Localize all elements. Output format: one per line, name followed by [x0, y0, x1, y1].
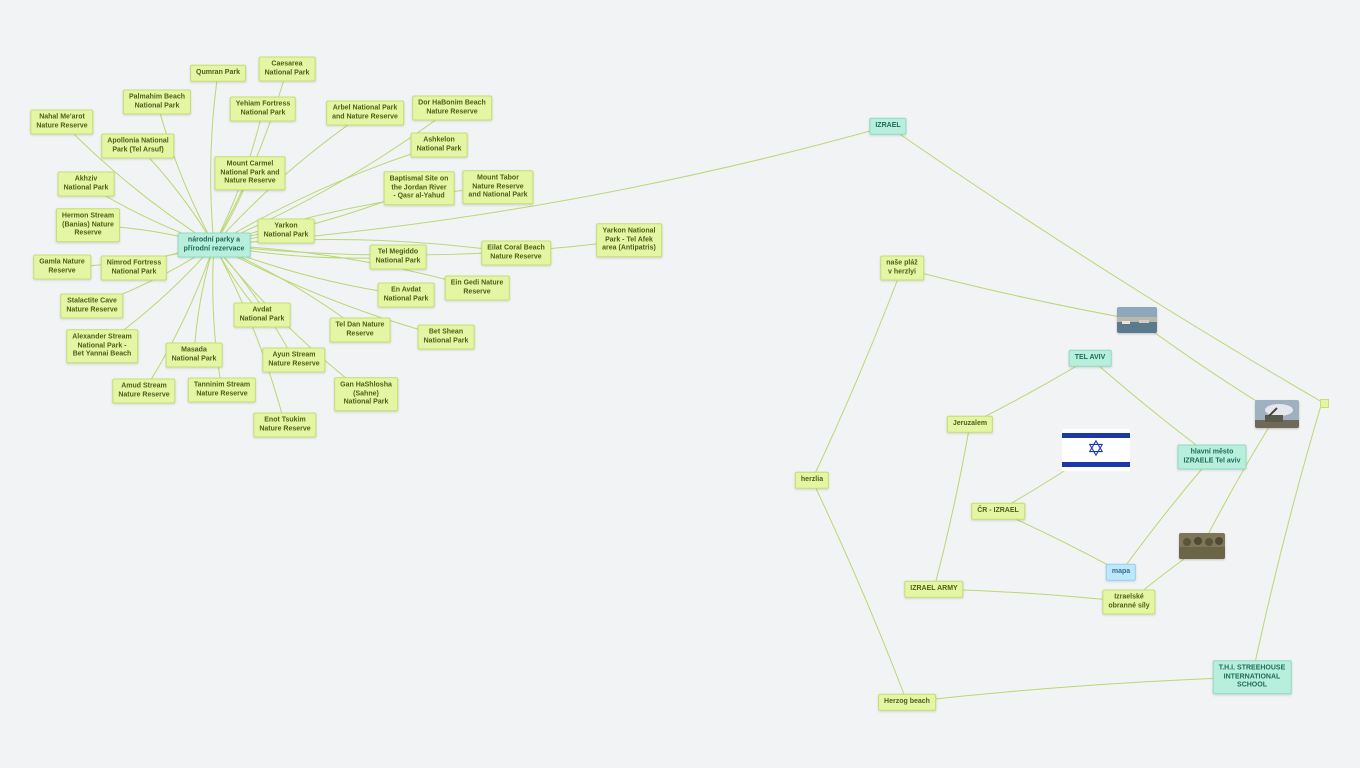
park-node[interactable]: Amud Stream Nature Reserve [112, 378, 176, 404]
park-node[interactable]: Dor HaBonim Beach Nature Reserve [412, 95, 492, 121]
park-node[interactable]: Stalactite Cave Nature Reserve [60, 293, 124, 319]
connection-line [213, 244, 286, 426]
connection-line [143, 244, 215, 392]
connection-line [933, 423, 971, 590]
park-node[interactable]: Alexander Stream National Park - Bet Yan… [66, 329, 138, 363]
park-node[interactable]: Eilat Coral Beach Nature Reserve [481, 240, 551, 266]
connection-line [156, 101, 215, 246]
connection-line [906, 676, 1253, 703]
park-node[interactable]: Avdat National Park [233, 302, 291, 328]
connection-line [969, 357, 1091, 425]
school-node[interactable]: T.H.I. STREEHOUSE INTERNATIONAL SCHOOL [1212, 660, 1292, 694]
cr-izrael-node[interactable]: ČR - IZRAEL [971, 502, 1025, 520]
park-node[interactable]: Gan HaShlosha (Sahne) National Park [334, 377, 398, 411]
flag-stripe-top [1062, 433, 1130, 438]
soldiers-graphic [1179, 533, 1225, 559]
park-node[interactable]: Nahal Me'arot Nature Reserve [30, 109, 94, 135]
park-node[interactable]: Bet Shean National Park [417, 324, 475, 350]
defense-forces-node[interactable]: Izraelské obranné síly [1102, 589, 1156, 615]
park-node[interactable]: En Avdat National Park [377, 282, 435, 308]
harbour-photo-graphic [1117, 307, 1157, 333]
park-node[interactable]: Yehiam Fortress National Park [229, 96, 297, 122]
park-node[interactable]: Baptismal Site on the Jordan River - Qas… [383, 171, 455, 205]
park-node[interactable]: Akhziv National Park [57, 171, 115, 197]
park-node[interactable]: Caesarea National Park [258, 56, 316, 82]
park-node[interactable]: Tanninim Stream Nature Reserve [187, 377, 257, 403]
connection-line [212, 244, 223, 391]
connection-line [210, 72, 219, 246]
connection-line [811, 479, 908, 703]
park-node[interactable]: Nimrod Fortress National Park [100, 255, 168, 281]
park-node[interactable]: Gamla Nature Reserve [33, 254, 91, 280]
junction-node[interactable] [1320, 399, 1329, 408]
connection-line [901, 267, 1138, 321]
izrael-node[interactable]: IZRAEL [869, 117, 907, 135]
connection-line [213, 186, 499, 246]
park-node[interactable]: Ashkelon National Park [410, 132, 468, 158]
connection-line [213, 144, 440, 246]
mapa-node[interactable]: mapa [1105, 563, 1137, 581]
herzlia-node[interactable]: herzlia [794, 471, 830, 489]
connection-line [1120, 456, 1213, 573]
connection-line [887, 125, 1323, 403]
connection-line [1251, 401, 1323, 678]
connection-line [811, 267, 903, 481]
park-node[interactable]: Enot Tsukim Nature Reserve [253, 412, 317, 438]
tel-aviv-node[interactable]: TEL AVIV [1068, 349, 1112, 367]
park-node[interactable]: Apollonia National Park (Tel Arsuf) [101, 133, 175, 159]
park-node[interactable]: Ayun Stream Nature Reserve [262, 347, 326, 373]
connection-line [213, 107, 453, 246]
connection-line [61, 121, 215, 246]
connection-line [1201, 413, 1278, 547]
park-node[interactable]: Qumran Park [190, 64, 246, 82]
park-node[interactable]: Tel Dan Nature Reserve [329, 317, 391, 343]
connection-line [213, 125, 889, 246]
army-node[interactable]: IZRAEL ARMY [904, 580, 964, 598]
park-node[interactable]: Hermon Stream (Banias) Nature Reserve [55, 208, 121, 242]
flag-stripe-bottom [1062, 462, 1130, 467]
jeruzalem-node[interactable]: Jeruzalem [946, 415, 994, 433]
park-node[interactable]: Ein Gedi Nature Reserve [444, 275, 510, 301]
rocket-launch-graphic [1255, 400, 1299, 428]
herzog-beach-node[interactable]: Herzog beach [878, 693, 936, 711]
park-node[interactable]: Mount Tabor Nature Reserve and National … [462, 170, 534, 204]
connection-line [213, 112, 366, 246]
israel-flag-icon[interactable]: ✡ [1062, 429, 1130, 471]
park-node[interactable]: Palmahim Beach National Park [122, 89, 192, 115]
harbour-photo[interactable] [1117, 307, 1157, 333]
rocket-launch-photo[interactable] [1255, 400, 1299, 428]
connection-line [997, 510, 1122, 573]
park-node[interactable]: Yarkon National Park [257, 218, 315, 244]
star-of-david-icon: ✡ [1086, 437, 1106, 462]
connection-line [193, 244, 215, 356]
connection-line [213, 244, 447, 338]
capital-node[interactable]: hlavní město IZRAELE Tel aviv [1177, 444, 1247, 470]
park-node[interactable]: Mount Carmel National Park and Nature Re… [214, 156, 286, 190]
park-node[interactable]: Yarkon National Park - Tel Afek area (An… [596, 223, 662, 257]
park-node[interactable]: Tel Megiddo National Park [369, 244, 427, 270]
park-node[interactable]: Arbel National Park and Nature Reserve [326, 100, 404, 126]
beach-node[interactable]: naše pláž v herzlyi [880, 255, 924, 281]
soldiers-photo[interactable] [1179, 533, 1225, 559]
hub-national-parks[interactable]: národní parky a přírodní rezervace [177, 232, 251, 258]
park-node[interactable]: Masada National Park [165, 342, 223, 368]
